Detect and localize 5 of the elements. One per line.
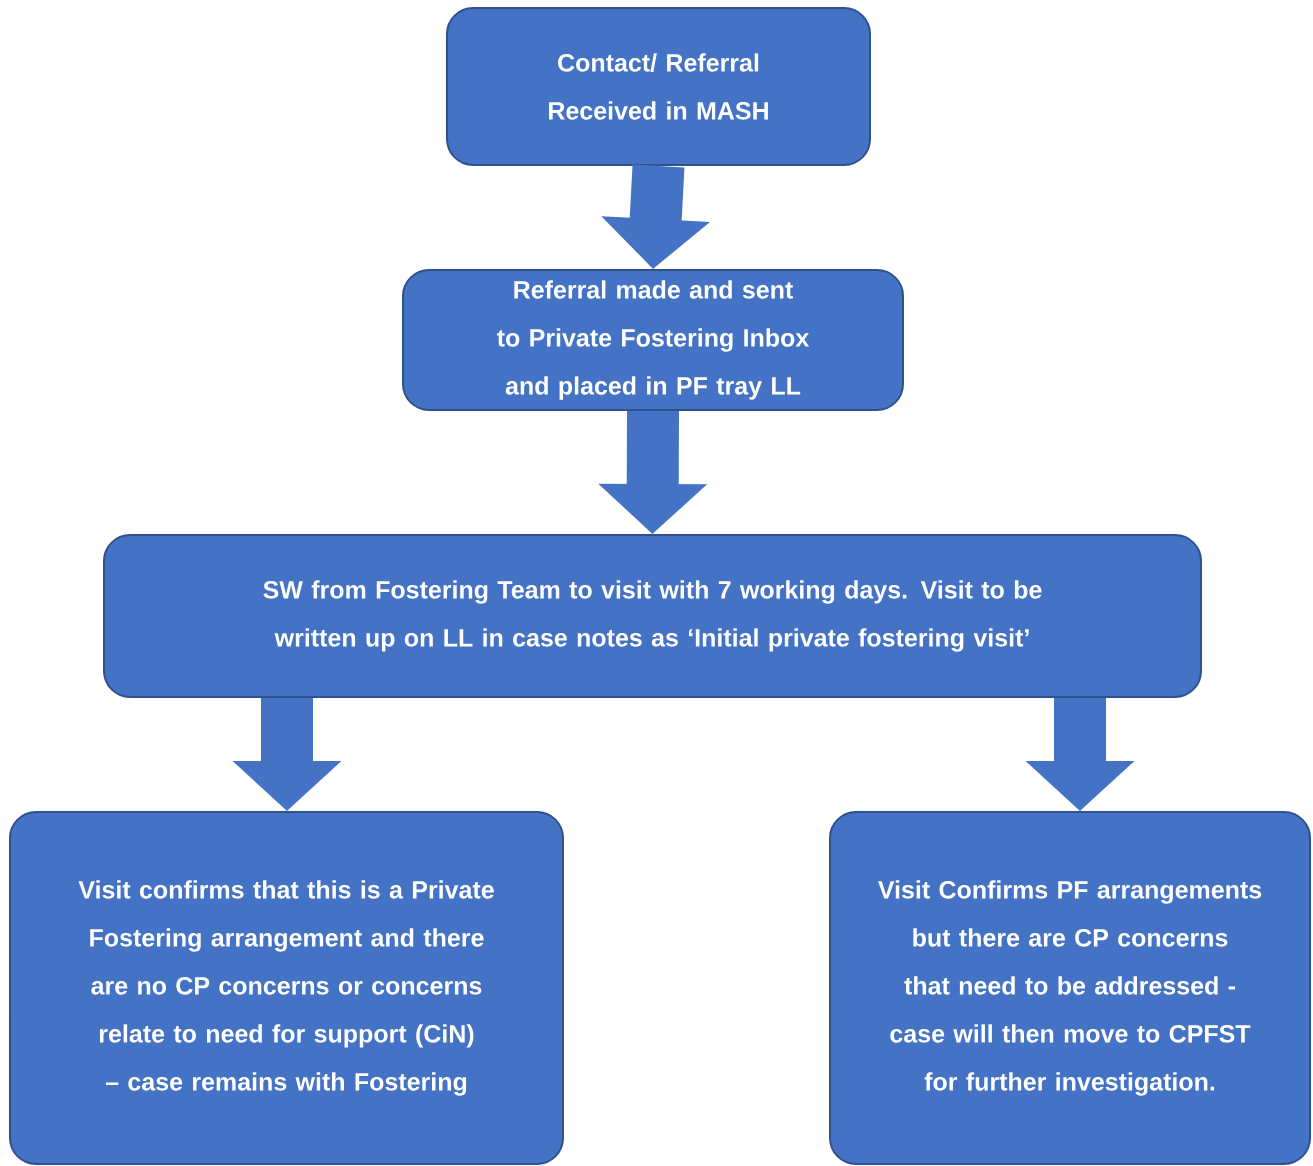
process-box: SW from Fostering Team to visit with 7 working days. Visit to be written up on LL in case notes as ‘Initial private fostering visit’ [103,534,1202,698]
process-box: Visit Confirms PF arrangements but there are CP concerns that need to be addressed - case will then move to CPFST for further investigation. [829,811,1311,1165]
process-box: Contact/ Referral Received in MASH [446,7,871,166]
process-box: Visit confirms that this is a Private Fostering arrangement and there are no CP concerns or concerns relate to need for support (CiN) – case remains with Fostering [9,811,564,1165]
process-box: Referral made and sent to Private Fostering Inbox and placed in PF tray LL [402,269,904,411]
